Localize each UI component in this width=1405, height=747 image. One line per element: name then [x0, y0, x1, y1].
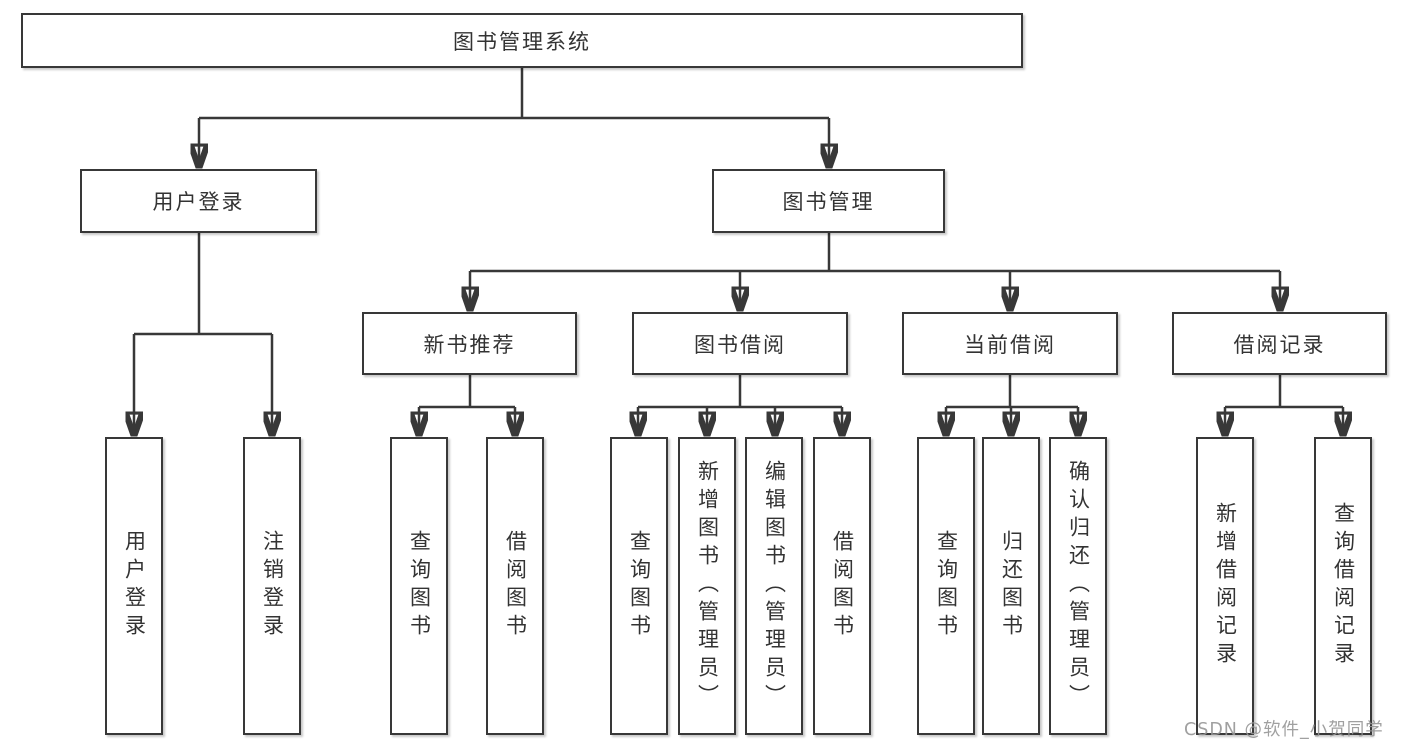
node-label: 注销登录	[260, 530, 285, 642]
node-label: 图书管理	[782, 190, 875, 214]
leaf-query-borrow-record: 查询借阅记录	[1314, 437, 1372, 735]
node-library-system: 图书管理系统	[21, 13, 1023, 68]
node-user-login: 用户登录	[80, 169, 317, 233]
node-label: 归还图书	[999, 530, 1024, 642]
leaf-query-books-borrow: 查询图书	[610, 437, 668, 735]
node-label: 用户登录	[152, 190, 245, 214]
node-label: 图书管理系统	[453, 29, 591, 54]
node-label: 当前借阅	[964, 332, 1056, 357]
node-label: 用户登录	[122, 530, 147, 642]
node-label: 图书借阅	[694, 332, 786, 357]
node-label: 借阅记录	[1233, 332, 1326, 357]
leaf-add-borrow-record: 新增借阅记录	[1196, 437, 1254, 735]
leaf-add-book-admin: 新增图书（管理员）	[678, 437, 736, 735]
leaf-user-login: 用户登录	[105, 437, 163, 735]
node-label: 新增图书（管理员）	[695, 460, 720, 712]
csdn-watermark: CSDN @软件_小贺同学	[1184, 720, 1384, 740]
leaf-borrow-books-recommend: 借阅图书	[486, 437, 544, 735]
leaf-query-books-recommend: 查询图书	[390, 437, 448, 735]
node-label: 查询借阅记录	[1331, 502, 1356, 670]
leaf-borrow-books: 借阅图书	[813, 437, 871, 735]
node-current-borrow: 当前借阅	[902, 312, 1118, 375]
node-borrow-records: 借阅记录	[1172, 312, 1387, 375]
leaf-query-books-current: 查询图书	[917, 437, 975, 735]
leaf-logout: 注销登录	[243, 437, 301, 735]
leaf-return-book: 归还图书	[982, 437, 1040, 735]
node-label: 查询图书	[407, 530, 432, 642]
node-label: 确认归还（管理员）	[1066, 460, 1091, 712]
node-label: 新书推荐	[423, 332, 516, 357]
node-book-management: 图书管理	[712, 169, 945, 233]
node-book-borrow: 图书借阅	[632, 312, 848, 375]
node-label: 借阅图书	[830, 530, 855, 642]
node-label: 编辑图书（管理员）	[762, 460, 787, 712]
node-label: 查询图书	[934, 530, 959, 642]
leaf-edit-book-admin: 编辑图书（管理员）	[745, 437, 803, 735]
node-label: 新增借阅记录	[1213, 502, 1238, 670]
leaf-confirm-return-admin: 确认归还（管理员）	[1049, 437, 1107, 735]
node-new-book-recommend: 新书推荐	[362, 312, 577, 375]
node-label: 借阅图书	[503, 530, 528, 642]
node-label: 查询图书	[627, 530, 652, 642]
